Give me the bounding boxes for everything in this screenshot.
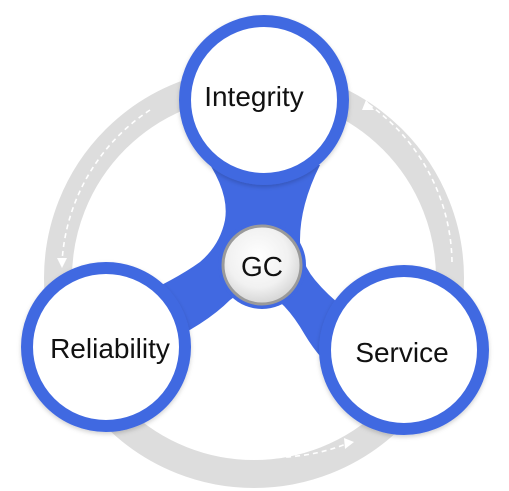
arrow-integrity-to-reliability xyxy=(61,109,151,263)
arrowhead-left xyxy=(57,258,67,268)
cycle-arrowheads xyxy=(57,100,374,449)
cycle-arrows xyxy=(61,103,453,459)
center-label: GC xyxy=(241,251,283,282)
node-reliability xyxy=(21,262,191,432)
arrowhead-bottom xyxy=(344,438,354,449)
node-service-label: Service xyxy=(355,337,448,368)
arrow-service-to-integrity xyxy=(367,103,453,263)
arrow-reliability-to-service xyxy=(189,437,347,459)
arrowhead-right xyxy=(362,100,374,110)
node-integrity xyxy=(179,15,349,185)
node-integrity-label: Integrity xyxy=(204,81,304,112)
node-service xyxy=(319,265,489,435)
node-reliability-label: Reliability xyxy=(50,333,170,364)
node-reliability-circle xyxy=(21,262,191,432)
node-integrity-circle xyxy=(179,15,349,185)
center-node xyxy=(221,224,303,306)
node-service-circle xyxy=(319,265,489,435)
